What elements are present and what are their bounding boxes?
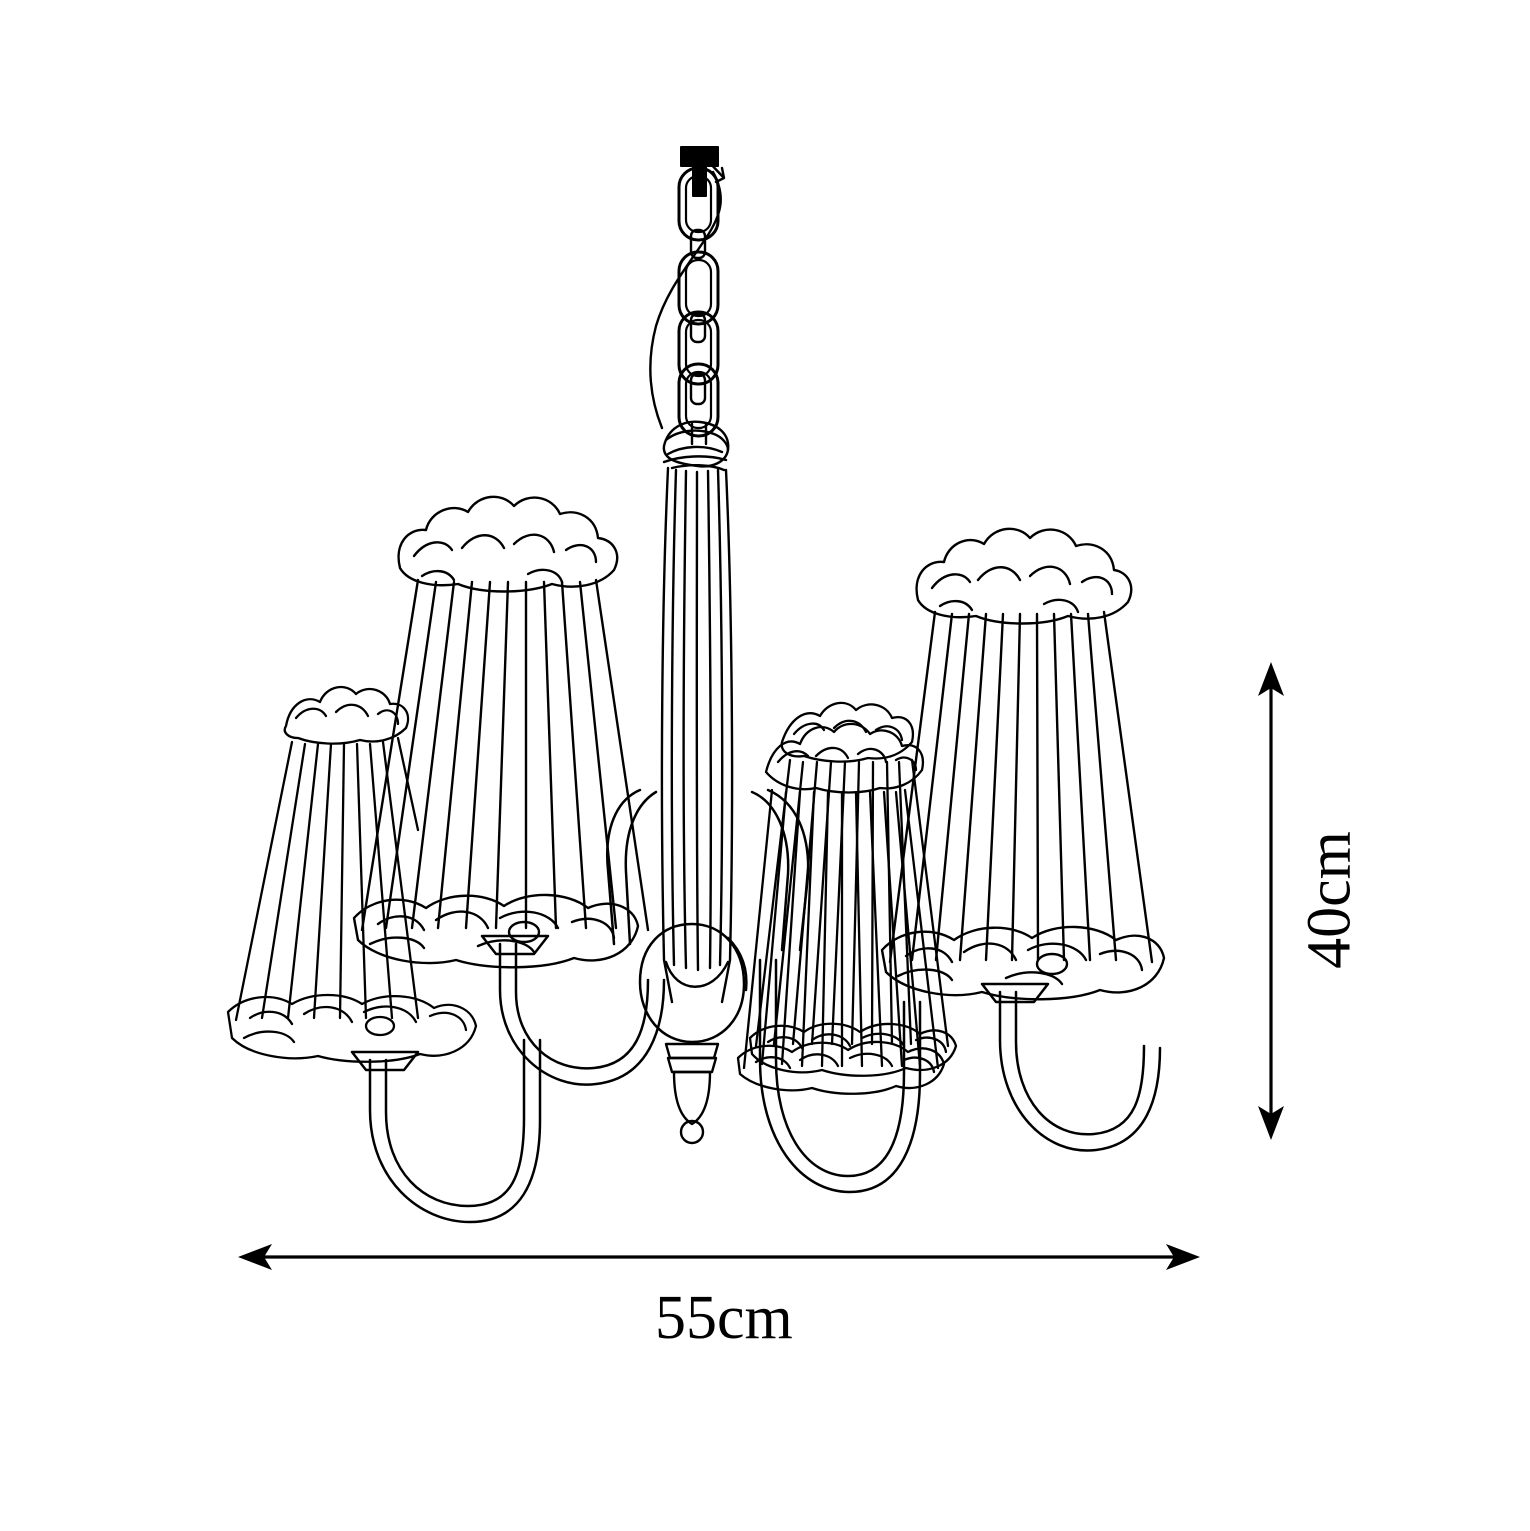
central-sphere-body: [638, 922, 748, 1044]
teardrop-finial: [664, 1042, 720, 1145]
power-cable: [649, 170, 722, 430]
fabric-wrapped-stem: [660, 466, 734, 1004]
suspension-chain: [677, 166, 720, 446]
shade-rear-left: [226, 685, 478, 1063]
height-dimension-label: 40cm: [1295, 831, 1364, 969]
height-dimension-arrow: [1258, 662, 1284, 1140]
width-dimension-label: 55cm: [655, 1284, 793, 1352]
chandelier-group: [226, 146, 1166, 1224]
shade-mid-right: [748, 701, 958, 1077]
width-dimension-arrow: [238, 1244, 1200, 1270]
shade-front-right: [880, 527, 1166, 1001]
stem-wrap-knot: [662, 420, 730, 472]
ceiling-bracket: [680, 146, 726, 197]
shade-mid-left: [352, 495, 650, 969]
